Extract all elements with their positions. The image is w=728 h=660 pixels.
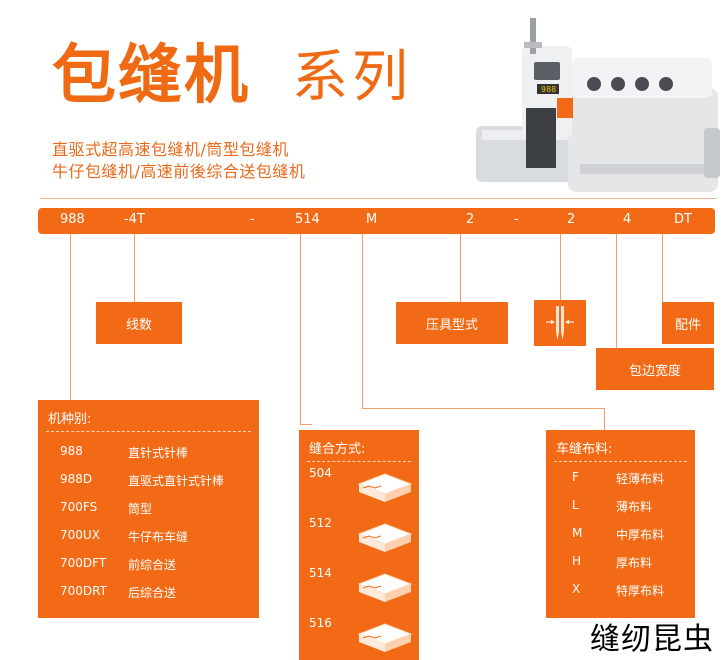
fabric-panel: 车缝布料: F 轻薄布料 L 薄布料 M 中厚布料 H 厚布料 X 特厚布料 [546,430,695,618]
stitch-type-heading: 缝合方式: [309,442,366,457]
machine-type-code: 988D [60,472,93,486]
connector-stitch-h [300,424,312,425]
fabric-code: H [572,554,582,568]
code-separator: - [250,212,255,227]
stitch-type-code: 504 [309,466,332,480]
model-code-bar: 988 -4T - 514 M 2 - 2 4 DT [38,208,715,234]
machine-type-desc: 直针式针棒 [128,446,189,460]
label-edge-width: 包边宽度 [596,348,714,390]
stitch-type-code: 512 [309,516,332,530]
fabric-desc: 中厚布料 [616,528,665,542]
label-accessory: 配件 [662,302,714,344]
connector-width [616,234,617,348]
divider [307,461,411,462]
connector-material [362,234,363,408]
machine-type-panel: 机种别: 988 直针式针棒 988D 直驱式直针式针棒 700FS 筒型 70… [38,400,259,618]
stitch-514-icon [357,573,413,602]
connector-material-down [604,408,605,430]
label-thread-count: 线数 [96,302,182,344]
machine-type-code: 700DRT [60,584,107,598]
page-title: 包缝机 [52,39,250,113]
page-title-series: 系列 [292,45,412,110]
machine-type-code: 700DFT [60,556,107,570]
connector-accessory [662,234,663,302]
machine-type-desc: 直驱式直针式针棒 [128,474,225,488]
fabric-desc: 轻薄布料 [616,472,665,486]
label-presser-type: 压具型式 [396,302,508,344]
header-divider [40,198,716,199]
fabric-code: F [572,470,579,484]
stitch-type-code: 516 [309,616,332,630]
code-segment-width: 4 [623,212,632,227]
fabric-desc: 厚布料 [616,556,653,570]
watermark-text: 缝纫昆虫 [590,622,714,657]
fabric-code: M [572,526,583,540]
fabric-code: X [572,582,581,596]
code-segment-accessory: DT [674,212,692,227]
code-segment-machine: 988 [60,212,85,227]
connector-needle [560,234,561,300]
code-segment-needle: 2 [567,212,576,227]
machine-type-desc: 筒型 [128,502,153,516]
subtitle-line-1: 直驱式超高速包缝机/筒型包缝机 [52,140,289,159]
machine-type-code: 700UX [60,528,100,542]
fabric-heading: 车缝布料: [556,442,613,457]
connector-threads [134,234,135,302]
machine-display-text: 988 [541,85,556,94]
machine-type-code: 700FS [60,500,98,514]
code-segment-stitch: 514 [295,212,320,227]
stitch-type-code: 514 [309,566,332,580]
fabric-desc: 特厚布料 [616,584,665,598]
stitch-type-panel: 缝合方式: 504 512 514 516 [299,430,419,660]
needle-diagram [534,300,586,346]
connector-stitch [300,234,301,424]
divider [46,431,251,432]
machine-type-heading: 机种别: [48,412,92,427]
fabric-code: L [572,498,579,512]
divider [554,461,687,462]
subtitle-line-2: 牛仔包缝机/高速前後综合送包缝机 [52,162,306,181]
code-segment-material: M [366,212,378,227]
needle-icon [546,306,574,340]
overlock-machine-image: 988 [476,18,720,192]
machine-type-desc: 后综合送 [128,586,177,600]
machine-type-desc: 牛仔布车缝 [128,530,189,544]
machine-type-desc: 前综合送 [128,558,177,572]
connector-material-h [362,408,604,409]
code-segment-threads: -4T [124,212,145,227]
connector-machine [70,234,71,400]
connector-presser [460,234,461,302]
stitch-512-icon [357,523,413,552]
code-separator: - [514,212,519,227]
stitch-504-icon [357,473,413,502]
stitch-516-icon [357,623,413,652]
fabric-desc: 薄布料 [616,500,653,514]
machine-type-code: 988 [60,444,83,458]
code-segment-presser: 2 [466,212,475,227]
